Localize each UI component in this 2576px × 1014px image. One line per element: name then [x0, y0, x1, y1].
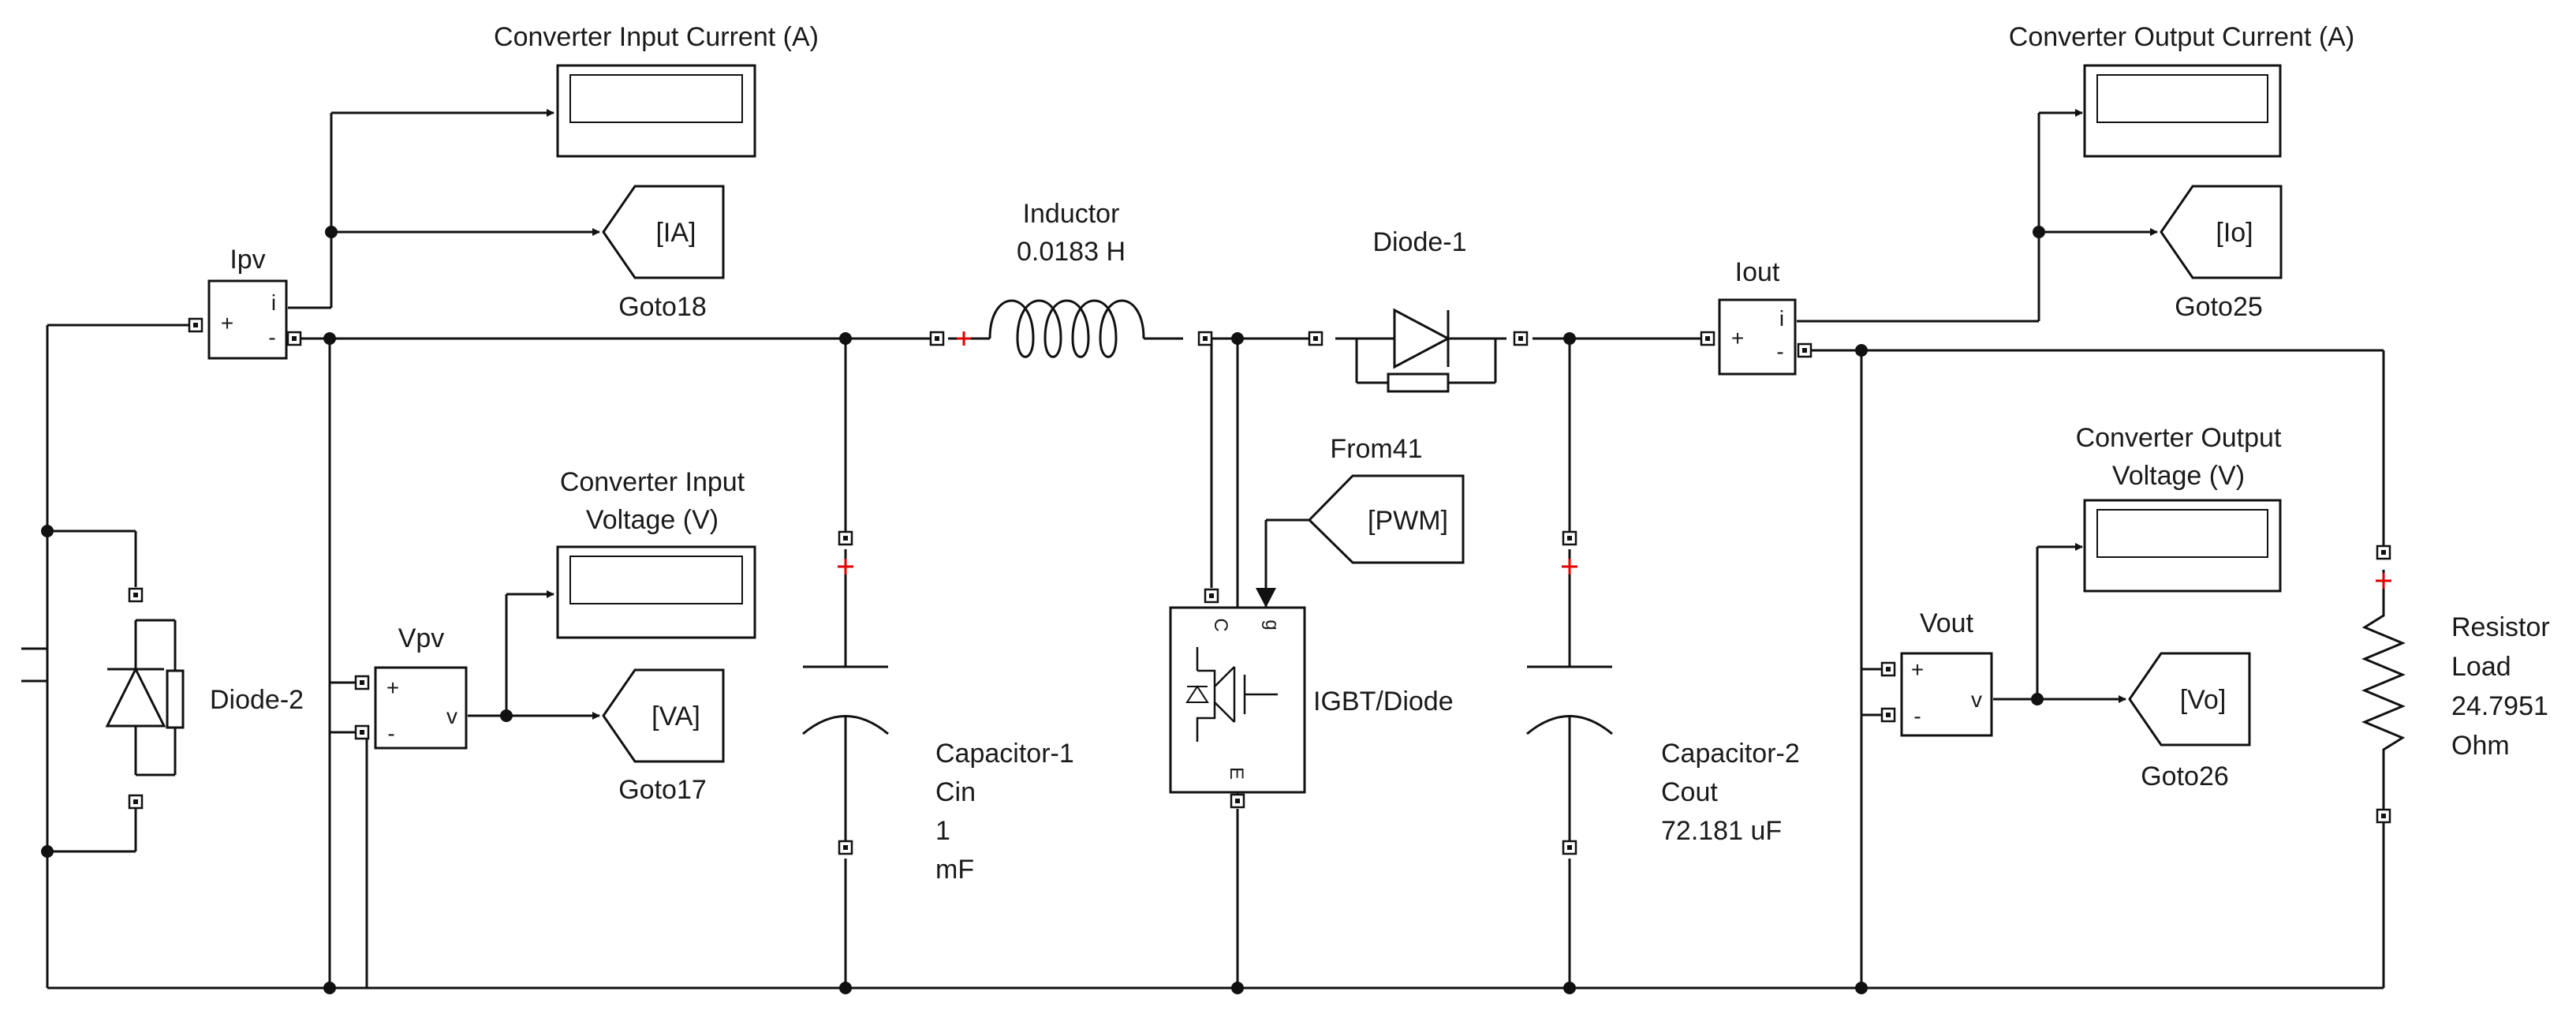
goto-va-tag: [VA]	[651, 702, 700, 732]
from41-label: From41	[1330, 434, 1422, 464]
resistor-line1: Resistor	[2451, 612, 2550, 642]
diode-2-label: Diode-2	[210, 685, 304, 715]
wires	[21, 109, 2385, 990]
svg-text:g: g	[1261, 619, 1282, 630]
input-current-label: Converter Input Current (A)	[494, 22, 819, 52]
resistor-line3: 24.7951	[2451, 691, 2548, 721]
svg-text:+: +	[1911, 657, 1924, 682]
capacitor-1-line3: 1	[935, 816, 950, 846]
resistor-line4: Ohm	[2451, 731, 2510, 761]
goto17-label: Goto17	[618, 775, 707, 805]
capacitor-1-line4: mF	[935, 855, 974, 885]
capacitor-2-line2: Cout	[1661, 777, 1718, 807]
inductor-value: 0.0183 H	[1017, 237, 1126, 267]
capacitor-1-symbol[interactable]	[802, 559, 889, 735]
diode-1-label: Diode-1	[1372, 227, 1466, 257]
svg-text:-: -	[387, 721, 394, 746]
output-voltage-label-1: Converter Output	[2076, 423, 2282, 453]
svg-text:+: +	[221, 311, 233, 335]
output-voltage-label-2: Voltage (V)	[2112, 461, 2245, 491]
output-voltage-display[interactable]	[2083, 499, 2282, 593]
resistor-load-symbol[interactable]	[2361, 570, 2406, 821]
igbt-block[interactable]: C g E	[1169, 606, 1306, 794]
svg-text:+: +	[386, 675, 399, 700]
goto25-label: Goto25	[2175, 292, 2263, 322]
svg-text:i: i	[1779, 306, 1784, 331]
capacitor-1-line2: Cin	[935, 777, 976, 807]
svg-text:-: -	[1913, 704, 1921, 728]
diode-2-symbol[interactable]	[105, 619, 185, 776]
svg-text:-: -	[268, 325, 275, 350]
input-voltage-display[interactable]	[556, 545, 756, 639]
junctions	[41, 226, 2045, 994]
from-pwm-block[interactable]: [PWM]	[1307, 474, 1465, 564]
capacitor-1-line1: Capacitor-1	[935, 739, 1074, 769]
vout-sensor[interactable]: + - v	[1900, 652, 1993, 737]
svg-text:v: v	[1971, 687, 1982, 712]
input-current-display[interactable]	[556, 64, 756, 158]
igbt-label: IGBT/Diode	[1313, 687, 1454, 717]
goto-vo-tag: [Vo]	[2180, 685, 2227, 715]
svg-text:C: C	[1210, 618, 1231, 631]
iout-label: Iout	[1735, 257, 1780, 287]
goto-ia-tag: [IA]	[655, 218, 696, 248]
output-current-label: Converter Output Current (A)	[2009, 22, 2354, 52]
pwm-arrow	[1256, 588, 1276, 608]
goto-io-tag: [Io]	[2216, 218, 2253, 248]
ipv-label: Ipv	[230, 245, 265, 275]
input-voltage-label-2: Voltage (V)	[586, 505, 719, 535]
vout-label: Vout	[1920, 608, 1974, 638]
svg-text:i: i	[271, 290, 276, 315]
iout-sensor[interactable]: + i -	[1718, 298, 1797, 376]
vpv-sensor[interactable]: + - v	[374, 666, 468, 750]
goto-ia-block[interactable]: [IA]	[602, 185, 725, 279]
capacitor-2-symbol[interactable]	[1526, 559, 1613, 735]
resistor-line2: Load	[2451, 652, 2511, 682]
goto-io-block[interactable]: [Io]	[2160, 185, 2283, 279]
ipv-sensor[interactable]: + i -	[207, 279, 288, 360]
svg-text:E: E	[1226, 767, 1247, 780]
diode-1-symbol[interactable]	[1387, 308, 1451, 393]
input-voltage-label-1: Converter Input	[560, 467, 745, 497]
capacitor-2-line3: 72.181 uF	[1661, 816, 1782, 846]
svg-text:+: +	[1731, 326, 1744, 350]
goto-vo-block[interactable]: [Vo]	[2128, 652, 2251, 746]
goto18-label: Goto18	[618, 292, 707, 322]
connection-ports	[128, 317, 2391, 855]
goto26-label: Goto26	[2141, 761, 2229, 791]
output-current-display[interactable]	[2083, 64, 2282, 158]
from-pwm-tag: [PWM]	[1368, 506, 1448, 536]
vpv-label: Vpv	[398, 623, 445, 653]
svg-text:-: -	[1776, 339, 1783, 364]
goto-va-block[interactable]: [VA]	[602, 668, 725, 763]
capacitor-2-line1: Capacitor-2	[1661, 739, 1800, 769]
inductor-symbol[interactable]	[948, 299, 1183, 358]
svg-text:v: v	[446, 704, 457, 728]
inductor-label: Inductor	[1023, 199, 1120, 229]
